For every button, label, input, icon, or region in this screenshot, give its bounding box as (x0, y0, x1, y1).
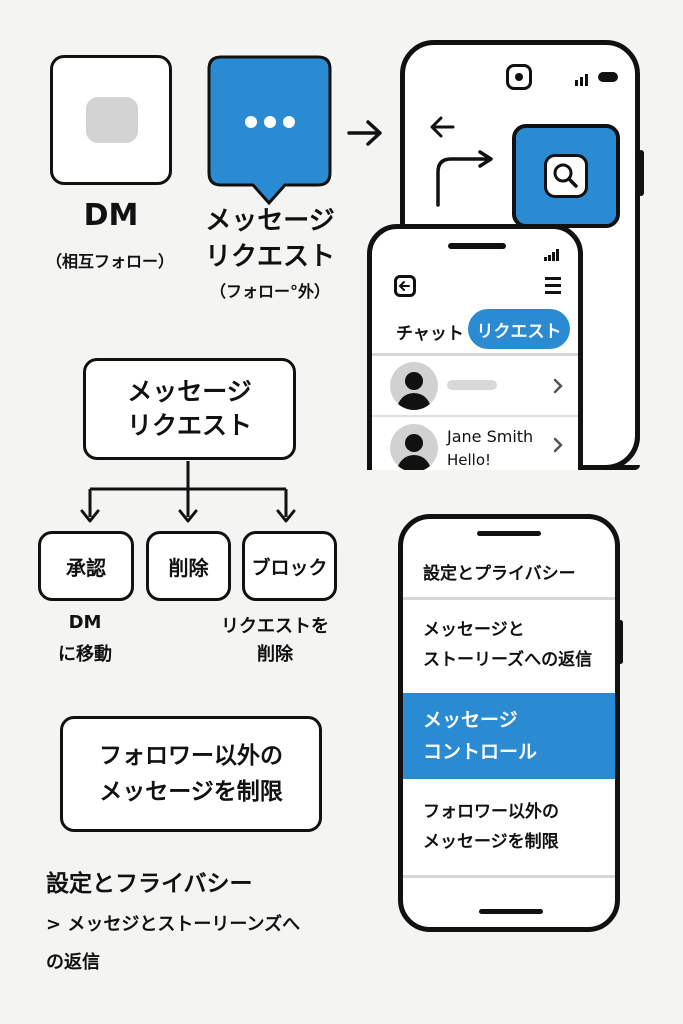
phone-back-bottom-corner (596, 420, 640, 470)
request-bubble-icon (207, 55, 332, 206)
restrict-line1: フォロワー以外の (99, 743, 283, 769)
chevron-right-icon (553, 378, 563, 394)
restrict-box: フォロワー以外の メッセージを制限 (60, 716, 322, 832)
avatar (390, 362, 438, 410)
dot-icon (283, 116, 295, 128)
arrow-right-icon (347, 120, 382, 146)
speaker-notch (448, 243, 506, 249)
settings-item-message-controls[interactable]: メッセージ コントロール (403, 693, 615, 779)
delete-option-box[interactable]: 削除 (146, 531, 231, 601)
back-arrow-icon[interactable] (428, 114, 458, 140)
contact-message: Hello! (447, 451, 492, 469)
dm-icon-box (50, 55, 172, 185)
home-indicator (479, 909, 543, 914)
settings-path-line2: の返信 (46, 952, 100, 973)
camera-icon (506, 64, 532, 90)
phone-settings: 設定とプライバシー メッセージと ストーリーズへの返信 メッセージ コントロール… (398, 514, 620, 932)
settings-path-title: 設定とフライバシー (46, 871, 253, 897)
dot-icon (264, 116, 276, 128)
flow-connector (80, 461, 296, 523)
settings-item-story-replies[interactable]: メッセージと ストーリーズへの返信 (423, 620, 593, 670)
tab-chat[interactable]: チャット (396, 324, 464, 344)
divider (403, 875, 615, 878)
approve-note-line1: DM (68, 612, 102, 633)
back-button-icon[interactable] (394, 275, 416, 297)
search-icon (544, 154, 588, 198)
menu-icon[interactable] (545, 277, 561, 294)
search-button[interactable] (512, 124, 620, 228)
request-label-line1: メッセージ (205, 206, 335, 236)
block-note-line2: 削除 (257, 644, 293, 665)
settings-item-restrict[interactable]: フォロワー以外の メッセージを制限 (423, 802, 559, 852)
settings-header: 設定とプライバシー (423, 564, 576, 584)
chat-bubble-icon (86, 97, 138, 143)
tab-request[interactable]: リクエスト (468, 309, 570, 349)
contact-name: Jane Smith (447, 427, 534, 446)
approve-option-box[interactable]: 承認 (38, 531, 134, 601)
flow-root-line1: メッセージ (127, 377, 252, 406)
battery-icon (598, 72, 618, 82)
name-placeholder (447, 380, 497, 390)
dot-icon (245, 116, 257, 128)
block-option-box[interactable]: ブロック (242, 531, 337, 601)
divider (403, 597, 615, 600)
divider (372, 353, 578, 356)
block-note-line1: リクエストを (221, 616, 329, 637)
signal-icon (575, 72, 595, 86)
phone-back-side-button (638, 150, 644, 196)
dm-label: DM (83, 198, 139, 233)
list-item[interactable] (372, 357, 578, 413)
request-label-line2: リクエスト (204, 242, 335, 272)
flow-root-line2: リクエスト (126, 411, 252, 440)
signal-icon (544, 249, 560, 261)
settings-path-line1: > メッセジとストーリーンズへ (46, 914, 301, 935)
divider (372, 415, 578, 417)
chevron-right-icon (553, 437, 563, 453)
list-item[interactable]: Jane Smith Hello! (372, 419, 578, 479)
phone-settings-side-button (618, 620, 623, 664)
speaker-notch (477, 531, 541, 536)
restrict-line2: メッセージを制限 (99, 779, 283, 805)
approve-note-line2: に移動 (58, 644, 112, 665)
flow-root-box: メッセージ リクエスト (83, 358, 296, 460)
dm-sublabel: （相互フォロー） (45, 252, 174, 271)
avatar (390, 424, 438, 472)
request-sublabel: （フォロー°外） (209, 282, 330, 301)
forward-arrow-icon (436, 150, 493, 207)
